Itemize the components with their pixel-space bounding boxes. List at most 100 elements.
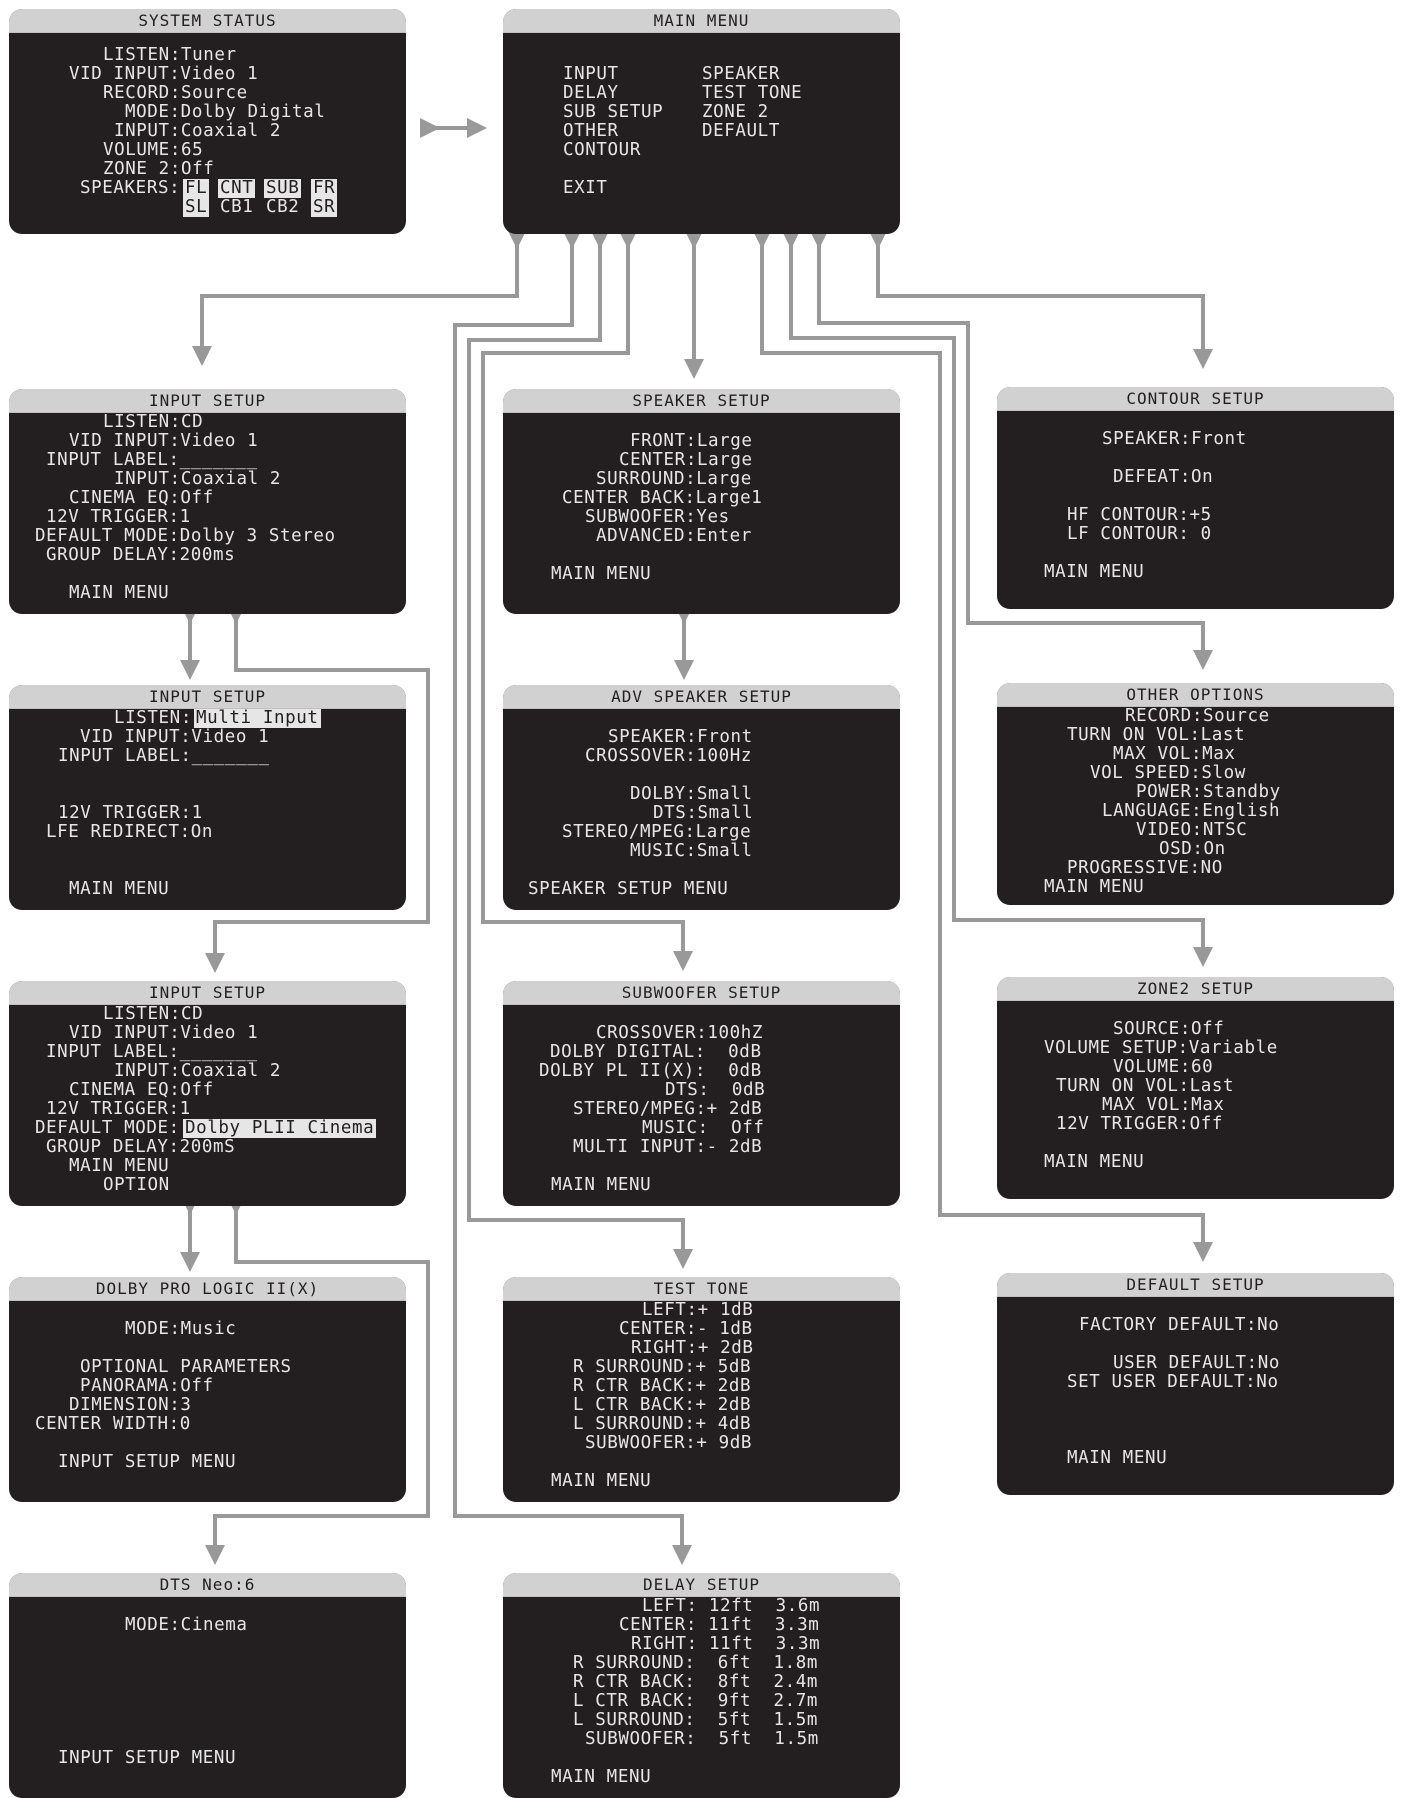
- setting-vid-input: VID INPUT:Video 1: [80, 727, 270, 747]
- setting-dts: DTS: 0dB: [665, 1080, 766, 1100]
- setting-dolby-digital: DOLBY DIGITAL: 0dB: [550, 1042, 762, 1062]
- menu-item-zone2[interactable]: ZONE 2: [702, 102, 769, 122]
- setting-default-mode-label: DEFAULT MODE:: [35, 1118, 180, 1138]
- speaker-cnt: CNT: [218, 178, 256, 198]
- speaker-sub: SUB: [264, 178, 302, 198]
- main-menu-link[interactable]: MAIN MENU: [69, 879, 170, 899]
- setting-music: MUSIC:Small: [630, 841, 753, 861]
- menu-item-speaker[interactable]: SPEAKER: [702, 64, 780, 84]
- setting-12v-trigger: 12V TRIGGER:1: [58, 803, 203, 823]
- panel-title: INPUT SETUP: [9, 981, 406, 1005]
- setting-listen: LISTEN:CD: [103, 412, 204, 432]
- setting-hf-contour: HF CONTOUR:+5: [1067, 505, 1212, 525]
- dolby-pro-logic-panel: DOLBY PRO LOGIC II(X) MODE:Music OPTIONA…: [9, 1277, 406, 1502]
- panel-title: SUBWOOFER SETUP: [503, 981, 900, 1005]
- menu-item-contour[interactable]: CONTOUR: [563, 140, 641, 160]
- panel-title: DTS Neo:6: [9, 1573, 406, 1597]
- option-link[interactable]: OPTION: [103, 1175, 170, 1195]
- status-listen: LISTEN:Tuner: [103, 45, 237, 65]
- setting-group-delay: GROUP DELAY:200mS: [46, 1137, 236, 1157]
- setting-12v-trigger: 12V TRIGGER:1: [46, 507, 191, 527]
- panel-title: MAIN MENU: [503, 9, 900, 33]
- setting-power: POWER:Standby: [1136, 782, 1281, 802]
- connector-input3-dts: [205, 1195, 430, 1565]
- setting-listen: LISTEN:CD: [103, 1004, 204, 1024]
- input-setup-panel-1: INPUT SETUP LISTEN:CD VID INPUT:Video 1 …: [9, 389, 406, 614]
- subwoofer-setup-panel: SUBWOOFER SETUP CROSSOVER:100hZ DOLBY DI…: [503, 981, 900, 1206]
- tone-r-surround: R SURROUND:+ 5dB: [573, 1357, 752, 1377]
- setting-advanced[interactable]: ADVANCED:Enter: [596, 526, 752, 546]
- main-menu-link[interactable]: MAIN MENU: [551, 564, 652, 584]
- menu-item-input[interactable]: INPUT: [563, 64, 619, 84]
- panel-title: DELAY SETUP: [503, 1573, 900, 1597]
- setting-front: FRONT:Large: [630, 431, 753, 451]
- setting-lfe-redirect: LFE REDIRECT:On: [46, 822, 214, 842]
- setting-speaker: SPEAKER:Front: [608, 727, 753, 747]
- main-menu-link[interactable]: MAIN MENU: [551, 1175, 652, 1195]
- status-volume: VOLUME:65: [103, 140, 204, 160]
- menu-item-other[interactable]: OTHER: [563, 121, 619, 141]
- system-status-panel: SYSTEM STATUS LISTEN:Tuner VID INPUT:Vid…: [9, 9, 406, 234]
- delay-center: CENTER: 11ft 3.3m: [619, 1615, 820, 1635]
- speaker-cb1: CB1: [220, 197, 254, 217]
- menu-item-exit[interactable]: EXIT: [563, 178, 608, 198]
- main-menu-link[interactable]: MAIN MENU: [551, 1471, 652, 1491]
- setting-vol-speed: VOL SPEED:Slow: [1090, 763, 1246, 783]
- panel-title: SYSTEM STATUS: [9, 9, 406, 33]
- setting-music: MUSIC: Off: [642, 1118, 765, 1138]
- setting-stereo-mpeg: STEREO/MPEG:Large: [562, 822, 752, 842]
- setting-video: VIDEO:NTSC: [1136, 820, 1248, 840]
- menu-item-delay[interactable]: DELAY: [563, 83, 619, 103]
- setting-subwoofer: SUBWOOFER:Yes: [585, 507, 730, 527]
- connector-main-testtone: [467, 229, 693, 1269]
- main-menu-link[interactable]: MAIN MENU: [1044, 1152, 1145, 1172]
- main-menu-link[interactable]: MAIN MENU: [1067, 1448, 1168, 1468]
- speaker-sr: SR: [311, 197, 338, 217]
- setting-dolby: DOLBY:Small: [630, 784, 753, 804]
- delay-right: RIGHT: 11ft 3.3m: [631, 1634, 821, 1654]
- tone-l-ctr-back: L CTR BACK:+ 2dB: [573, 1395, 752, 1415]
- speaker-setup-menu-link[interactable]: SPEAKER SETUP MENU: [528, 879, 729, 899]
- setting-crossover: CROSSOVER:100hZ: [596, 1023, 764, 1043]
- menu-item-sub-setup[interactable]: SUB SETUP: [563, 102, 664, 122]
- setting-default-mode: DEFAULT MODE:Dolby 3 Stereo: [35, 526, 336, 546]
- status-vid-input: VID INPUT:Video 1: [69, 64, 259, 84]
- setting-input-label: INPUT LABEL:_______: [46, 450, 258, 470]
- setting-stereo-mpeg: STEREO/MPEG:+ 2dB: [573, 1099, 763, 1119]
- speaker-fr: FR: [311, 178, 338, 198]
- speaker-fl: FL: [183, 178, 210, 198]
- optional-parameters-heading: OPTIONAL PARAMETERS: [80, 1357, 292, 1377]
- delay-r-ctr-back: R CTR BACK: 8ft 2.4m: [573, 1672, 818, 1692]
- setting-source: SOURCE:Off: [1113, 1019, 1225, 1039]
- setting-surround: SURROUND:Large: [596, 469, 752, 489]
- input-setup-menu-link[interactable]: INPUT SETUP MENU: [58, 1452, 237, 1472]
- speaker-setup-panel: SPEAKER SETUP FRONT:Large CENTER:Large S…: [503, 389, 900, 614]
- other-options-panel: OTHER OPTIONS RECORD:Source TURN ON VOL:…: [997, 683, 1394, 905]
- tone-center: CENTER:- 1dB: [619, 1319, 753, 1339]
- adv-speaker-setup-panel: ADV SPEAKER SETUP SPEAKER:Front CROSSOVE…: [503, 685, 900, 910]
- setting-dimension: DIMENSION:3: [69, 1395, 192, 1415]
- panel-title: CONTOUR SETUP: [997, 387, 1394, 411]
- setting-input-label: INPUT LABEL:_______: [46, 1042, 258, 1062]
- main-menu-link[interactable]: MAIN MENU: [69, 583, 170, 603]
- main-menu-link[interactable]: MAIN MENU: [551, 1767, 652, 1787]
- setting-dts: DTS:Small: [653, 803, 754, 823]
- setting-multi-input: MULTI INPUT:- 2dB: [573, 1137, 763, 1157]
- delay-subwoofer: SUBWOOFER: 5ft 1.5m: [585, 1729, 819, 1749]
- menu-item-test-tone[interactable]: TEST TONE: [702, 83, 803, 103]
- setting-set-user-default: SET USER DEFAULT:No: [1067, 1372, 1279, 1392]
- panel-title: ZONE2 SETUP: [997, 977, 1394, 1001]
- setting-input: INPUT:Coaxial 2: [114, 1061, 282, 1081]
- setting-max-vol: MAX VOL:Max: [1113, 744, 1236, 764]
- input-setup-menu-link[interactable]: INPUT SETUP MENU: [58, 1748, 237, 1768]
- main-menu-link[interactable]: MAIN MENU: [1044, 877, 1145, 897]
- input-setup-panel-3: INPUT SETUP LISTEN:CD VID INPUT:Video 1 …: [9, 981, 406, 1206]
- tone-left: LEFT:+ 1dB: [642, 1300, 754, 1320]
- setting-mode: MODE:Cinema: [125, 1615, 248, 1635]
- menu-item-default[interactable]: DEFAULT: [702, 121, 780, 141]
- tone-right: RIGHT:+ 2dB: [631, 1338, 754, 1358]
- main-menu-link[interactable]: MAIN MENU: [69, 1156, 170, 1176]
- setting-vid-input: VID INPUT:Video 1: [69, 1023, 259, 1043]
- main-menu-link[interactable]: MAIN MENU: [1044, 562, 1145, 582]
- connector-main-contour: [868, 229, 1213, 369]
